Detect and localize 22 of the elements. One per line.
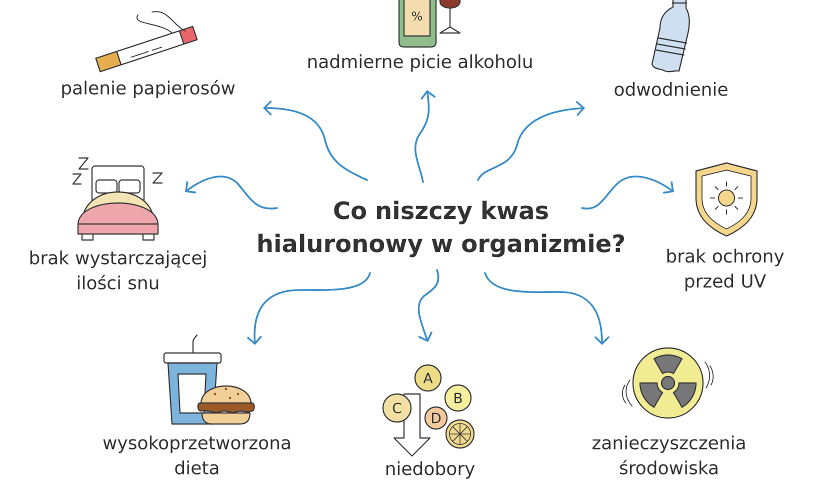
vitamin-pill: C — [382, 393, 412, 423]
cause-label: niedobory — [386, 461, 475, 479]
vitamin-pill: A — [414, 364, 442, 392]
arrow — [246, 272, 371, 345]
liquor-bottle: % — [398, 0, 437, 48]
vitamin-pill: D — [424, 406, 448, 430]
arrow — [185, 176, 278, 210]
arrow — [477, 100, 585, 181]
arrow — [418, 269, 440, 342]
cause-label: zanieczyszczenia środowiska — [592, 436, 745, 474]
cause-label: brak ochrony przed UV — [667, 248, 784, 292]
arrow — [414, 90, 436, 183]
arrow — [581, 176, 674, 210]
vitamin-pill: B — [444, 384, 472, 412]
cause-label: wysokoprzetworzona dieta — [103, 436, 290, 474]
cause-label: nadmierne picie alkoholu — [308, 54, 532, 72]
cause-label: odwodnienie — [614, 82, 728, 96]
arrow — [484, 272, 610, 345]
central-question: Co niszczy kwas hialuronowy w organizmie? — [258, 200, 624, 258]
cause-label: palenie papierosów — [62, 80, 235, 98]
arrow — [263, 100, 368, 181]
cause-label: brak wystarczającej ilości snu — [30, 250, 206, 290]
